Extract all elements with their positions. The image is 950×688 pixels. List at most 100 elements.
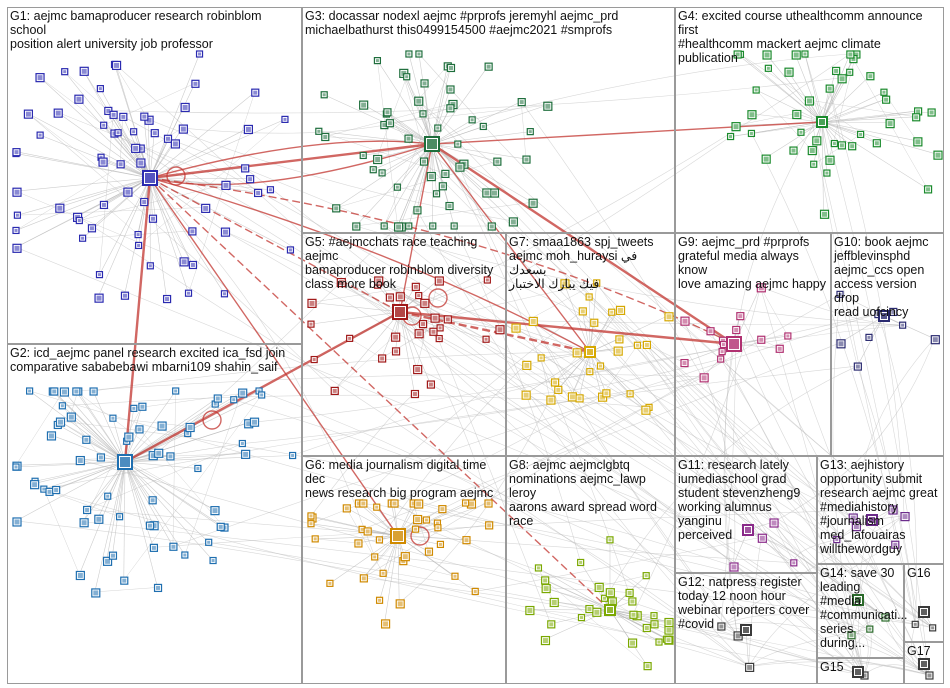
node-avatar: [288, 248, 292, 252]
node-avatar: [411, 501, 416, 506]
edge: [147, 118, 513, 222]
hub-node-avatar: [607, 607, 613, 613]
node-avatar: [99, 155, 103, 159]
node-avatar: [338, 280, 344, 286]
edge: [62, 394, 650, 408]
edge: [64, 71, 151, 179]
edge: [545, 587, 630, 593]
node-avatar: [759, 535, 765, 541]
node-avatar: [246, 421, 252, 427]
group-label-g12: G12: natpress register today 12 noon hou…: [678, 575, 810, 631]
node-avatar: [445, 317, 450, 322]
node-avatar: [579, 560, 583, 564]
node-avatar: [682, 318, 688, 324]
hub-node-avatar: [745, 527, 751, 533]
node-avatar: [414, 527, 418, 531]
node-avatar: [749, 112, 755, 118]
edge: [750, 113, 823, 123]
node-avatar: [14, 228, 18, 232]
node-avatar: [361, 153, 365, 157]
edge: [224, 230, 852, 635]
edge: [397, 535, 400, 603]
node-avatar: [721, 338, 726, 343]
heavy-edge: [149, 177, 401, 313]
group-box-g12: [675, 573, 817, 684]
edge: [821, 121, 938, 155]
node-avatar: [426, 549, 431, 554]
group-label-g17: G17: [907, 644, 931, 658]
edge: [59, 420, 734, 567]
node-avatar: [543, 578, 548, 583]
edge: [94, 461, 126, 592]
edge: [883, 315, 935, 339]
node-avatar: [392, 501, 397, 506]
node-avatar: [138, 146, 143, 151]
self-loop: [428, 288, 448, 308]
group-label-g9: G9: aejmc_prd #prprofs grateful media al…: [678, 235, 826, 291]
edge: [233, 399, 865, 676]
node-avatar: [814, 138, 820, 144]
edge: [857, 365, 916, 625]
edge: [417, 99, 893, 510]
node-avatar: [666, 638, 671, 643]
node-avatar: [901, 323, 905, 327]
edge: [149, 177, 167, 299]
node-avatar: [793, 52, 799, 58]
node-avatar: [137, 427, 142, 432]
edge: [376, 76, 407, 159]
node-avatar: [771, 520, 777, 526]
node-avatar: [151, 523, 157, 529]
edge: [431, 143, 434, 227]
node-avatar: [14, 519, 20, 525]
group-box-g4: [675, 7, 944, 233]
edge: [524, 351, 591, 395]
node-avatar: [180, 126, 186, 132]
edge: [589, 351, 650, 408]
edge: [821, 98, 886, 123]
edge: [739, 315, 930, 676]
node-avatar: [510, 219, 516, 225]
edge: [431, 143, 527, 160]
edge: [59, 420, 126, 463]
node-avatar: [152, 131, 157, 136]
node-avatar: [354, 224, 359, 229]
node-avatar: [76, 96, 82, 102]
edge: [17, 207, 205, 216]
edge: [124, 461, 154, 548]
node-avatar: [835, 538, 839, 542]
node-avatar: [838, 292, 842, 296]
edge: [94, 587, 158, 593]
edge: [15, 151, 151, 179]
edge: [149, 53, 200, 179]
node-avatar: [381, 571, 385, 575]
heavy-edge: [149, 177, 611, 611]
hub-node-avatar: [743, 627, 749, 633]
node-avatar: [393, 334, 399, 340]
node-avatar: [491, 190, 497, 196]
edge: [15, 127, 183, 231]
node-avatar: [256, 190, 261, 195]
node-avatar: [126, 434, 132, 440]
node-avatar: [376, 278, 382, 284]
edge: [149, 83, 196, 179]
edge: [377, 279, 933, 629]
edge: [124, 455, 293, 463]
group-box-g7: [506, 233, 675, 456]
edge: [124, 406, 143, 463]
node-avatar: [240, 390, 246, 396]
node-avatar: [524, 362, 530, 368]
self-loop: [410, 526, 430, 546]
node-avatar: [182, 104, 188, 110]
hub-node-avatar: [587, 349, 593, 355]
edge: [761, 536, 852, 635]
edge: [399, 295, 500, 329]
node-avatar: [100, 159, 106, 165]
edge: [75, 390, 126, 463]
node-avatar: [309, 322, 313, 326]
edge: [836, 539, 872, 676]
node-avatar: [101, 202, 106, 207]
node-avatar: [365, 529, 370, 534]
node-avatar: [609, 599, 615, 605]
edge: [97, 177, 151, 298]
node-avatar: [431, 224, 435, 228]
